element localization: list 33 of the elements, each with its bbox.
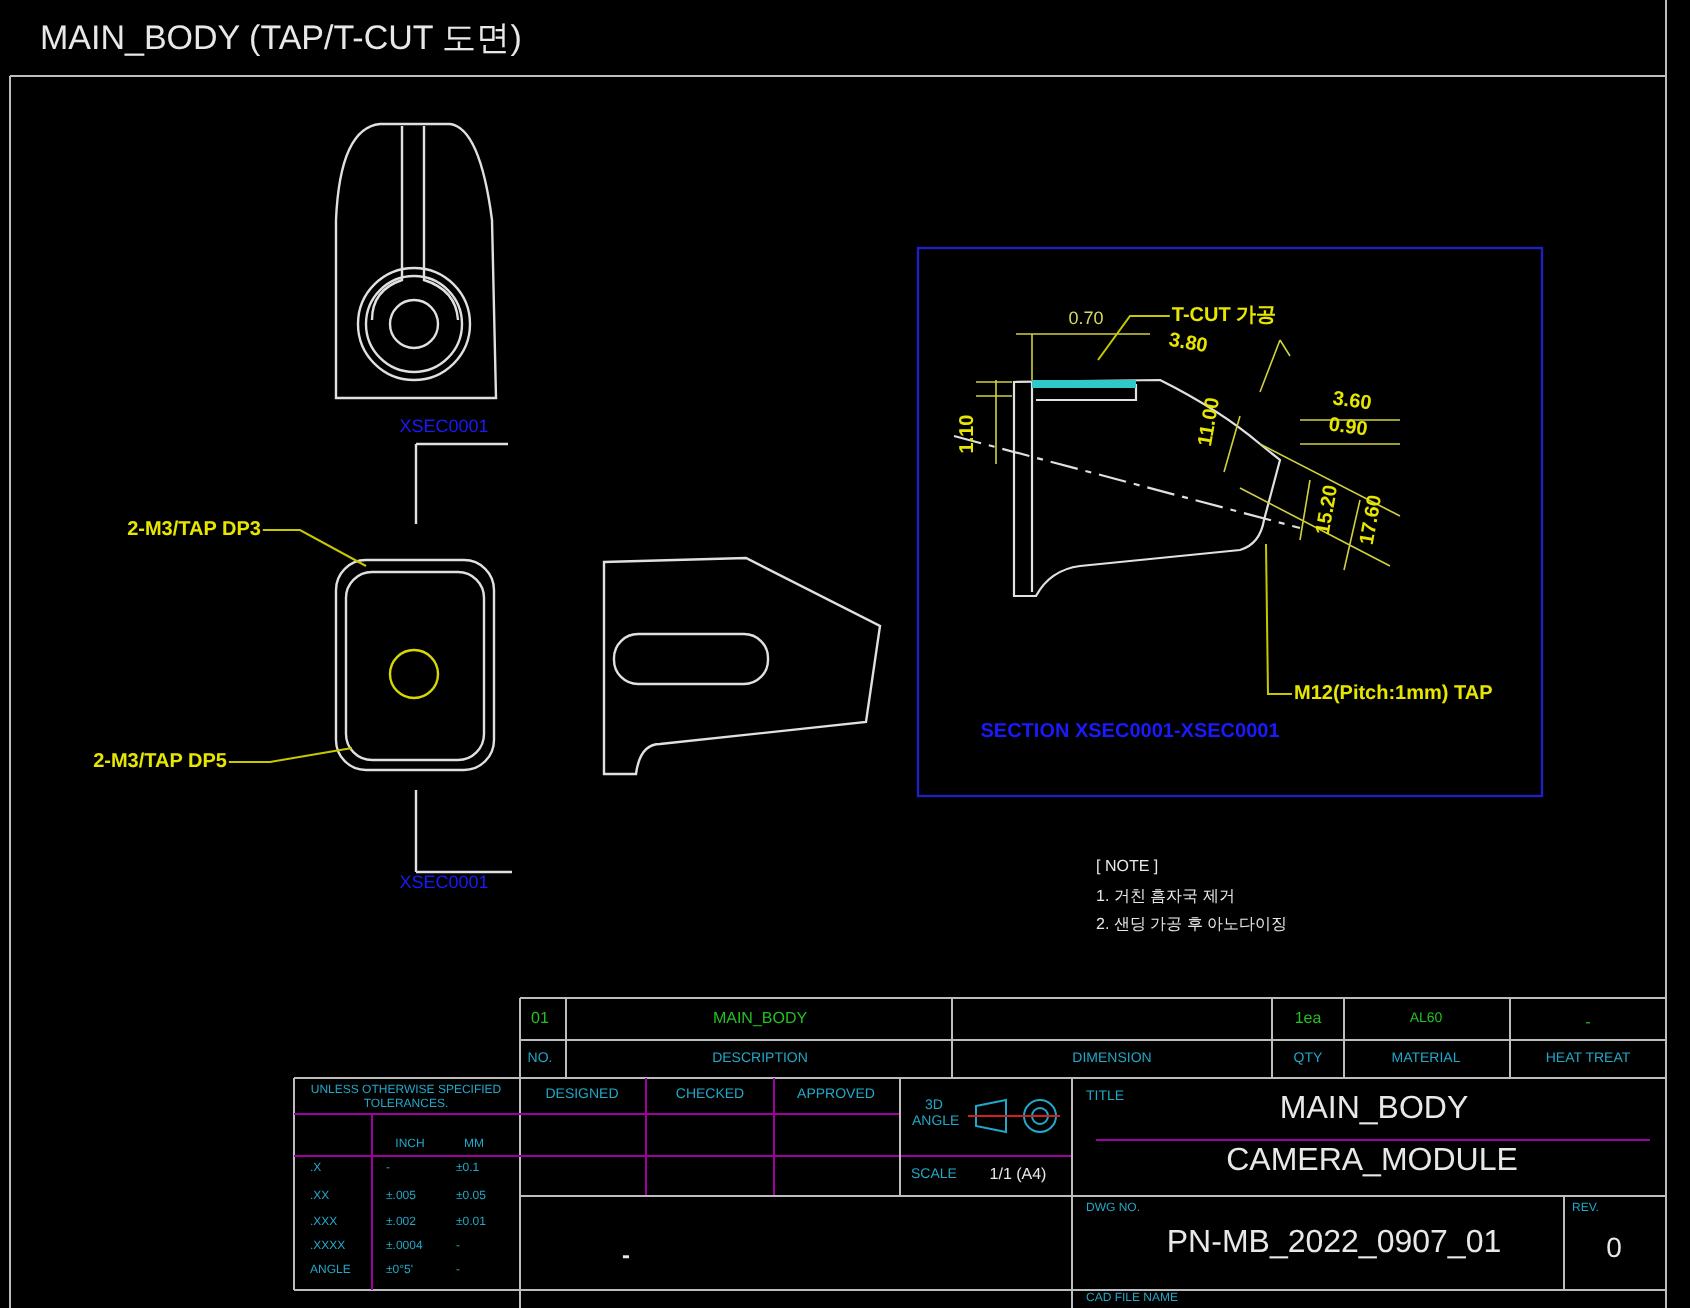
callout-text: 2-M3/TAP DP5 [93,751,227,773]
callout-text: T-CUT 가공 [1171,305,1277,327]
table-text: - [1585,1015,1591,1033]
section-caption: SECTION XSEC0001-XSEC0001 [980,721,1280,743]
table-text: MAIN_BODY [712,1011,808,1029]
dimension-text: 1.10 [957,414,979,454]
callout-text: M12(Pitch:1mm) TAP [1294,683,1493,705]
table-text: 1/1 (A4) [989,1167,1047,1185]
table-text: 01 [531,1011,549,1029]
section-mark: XSEC0001 [399,418,489,438]
drawing-title: MAIN_BODY (TAP/T-CUT 도면) [40,21,522,59]
dimension-text: 3.60 [1331,388,1373,416]
dimension-text: 17.60 [1356,493,1388,547]
leader-line [1265,543,1293,695]
note-heading: [ NOTE ] [1096,859,1159,877]
part-title: MAIN_BODY [1279,1092,1469,1128]
dimension-text: 3.80 [1166,329,1210,359]
drawing-number: PN-MB_2022_0907_01 [1166,1226,1502,1262]
callout-text: 2-M3/TAP DP3 [127,519,261,541]
table-text: - [622,1242,630,1270]
revision-number: 0 [1606,1232,1622,1264]
leader-line [227,747,353,763]
section-mark: XSEC0001 [399,874,489,894]
dimension-text: 0.90 [1327,414,1369,442]
leader-line [261,529,367,567]
part-title: CAMERA_MODULE [1226,1144,1518,1180]
dimension-text: 15.20 [1312,483,1344,537]
dimension-text: 0.70 [1068,310,1104,330]
leader-line [1097,315,1171,361]
note-text: 1. 거친 흠자국 제거 [1096,889,1235,907]
note-text: 2. 샌딩 가공 후 아노다이징 [1096,917,1288,935]
dimension-text: 11.00 [1194,396,1226,448]
table-text: 1ea [1294,1011,1322,1029]
